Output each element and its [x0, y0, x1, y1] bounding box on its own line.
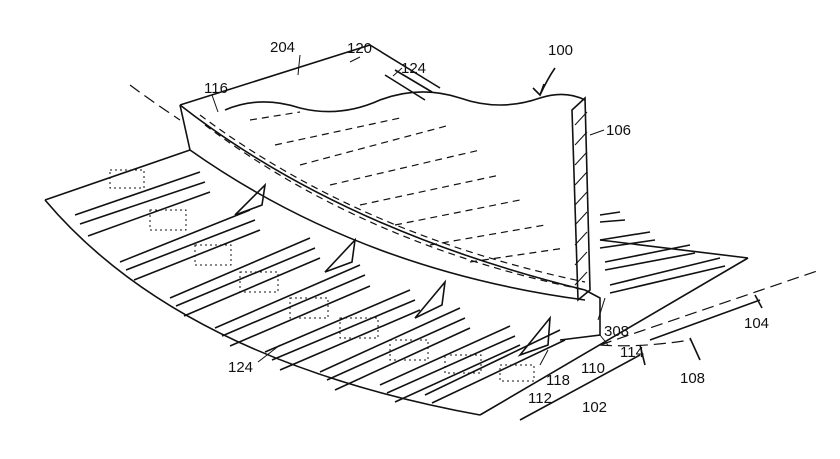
label-116: 116 [204, 80, 228, 97]
label-124-top: 124 [401, 60, 426, 77]
dimension-brackets [519, 294, 763, 421]
label-124-bottom: 124 [228, 359, 253, 376]
upper-panel [179, 44, 586, 113]
perforated-pads [109, 169, 535, 382]
label-120: 120 [347, 40, 372, 57]
skin-panel [44, 149, 749, 416]
bulkhead [559, 96, 601, 341]
figure-arrow [532, 67, 556, 97]
label-308: 308 [604, 323, 629, 340]
label-108: 108 [680, 370, 705, 387]
boundary-lines [129, 84, 821, 347]
stringers-front [74, 171, 566, 404]
stringers-right [599, 211, 726, 294]
clip-fins [234, 182, 551, 357]
label-118: 118 [546, 372, 570, 389]
leader-lines [211, 54, 609, 366]
label-112: 112 [528, 390, 552, 407]
label-106: 106 [606, 122, 631, 139]
label-110: 110 [581, 360, 605, 377]
label-102: 102 [582, 399, 607, 416]
label-100: 100 [548, 42, 573, 59]
label-114: 114 [620, 344, 644, 361]
reference-labels: 100 204 120 124 116 106 124 308 104 114 … [204, 39, 769, 416]
hidden-stringers [249, 111, 566, 263]
label-204: 204 [270, 39, 295, 56]
label-104: 104 [744, 315, 769, 332]
frame [179, 104, 586, 301]
